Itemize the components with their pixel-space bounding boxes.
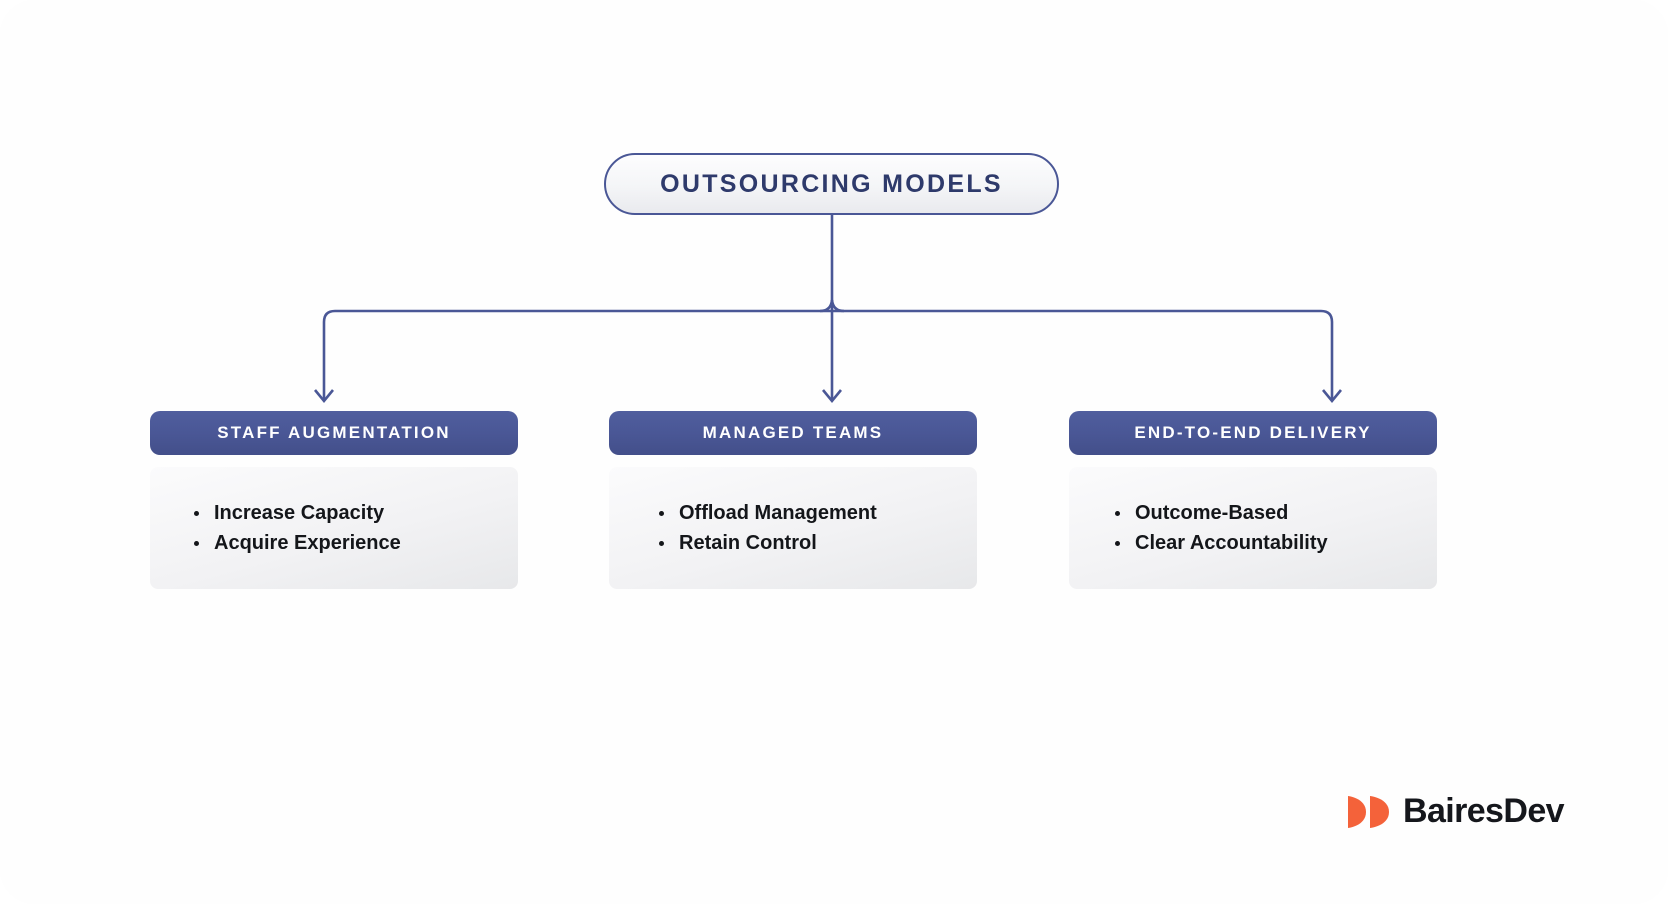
- branch-header-label: MANAGED TEAMS: [702, 423, 884, 442]
- branch-card-staff-augmentation: STAFF AUGMENTATION Increase Capacity Acq…: [150, 411, 518, 589]
- list-item: Clear Accountability: [1113, 528, 1437, 558]
- junction-fillet-left: [819, 299, 834, 313]
- arrowhead-right: [1321, 389, 1343, 404]
- root-node: OUTSOURCING MODELS: [604, 153, 1059, 215]
- bairesdev-logo: BairesDev: [1346, 792, 1565, 831]
- list-item: Outcome-Based: [1113, 498, 1437, 528]
- branch-card-end-to-end-delivery: END-TO-END DELIVERY Outcome-Based Clear …: [1069, 411, 1437, 589]
- bairesdev-mark-icon: [1348, 795, 1389, 828]
- horizontal-bus: [322, 309, 1334, 400]
- branch-body-staff-augmentation: Increase Capacity Acquire Experience: [150, 467, 518, 589]
- branch-header-label: STAFF AUGMENTATION: [217, 423, 451, 442]
- branch-header-label: END-TO-END DELIVERY: [1134, 423, 1372, 442]
- bairesdev-wordmark: BairesDev: [1403, 792, 1565, 830]
- list-item: Offload Management: [657, 498, 977, 528]
- list-item: Retain Control: [657, 528, 977, 558]
- branch-bullet-list: Increase Capacity Acquire Experience: [150, 498, 518, 558]
- arrowhead-center: [821, 389, 843, 404]
- branch-card-managed-teams: MANAGED TEAMS Offload Management Retain …: [609, 411, 977, 589]
- branch-bullet-list: Outcome-Based Clear Accountability: [1069, 498, 1437, 558]
- list-item: Acquire Experience: [192, 528, 518, 558]
- root-node-label: OUTSOURCING MODELS: [660, 169, 1003, 198]
- branch-header-end-to-end-delivery: END-TO-END DELIVERY: [1069, 411, 1437, 455]
- list-item: Increase Capacity: [192, 498, 518, 528]
- branch-bullet-list: Offload Management Retain Control: [609, 498, 977, 558]
- arrowhead-left: [313, 389, 335, 404]
- branch-header-staff-augmentation: STAFF AUGMENTATION: [150, 411, 518, 455]
- branch-body-end-to-end-delivery: Outcome-Based Clear Accountability: [1069, 467, 1437, 589]
- branch-header-managed-teams: MANAGED TEAMS: [609, 411, 977, 455]
- junction-fillet-right: [830, 299, 845, 313]
- branch-body-managed-teams: Offload Management Retain Control: [609, 467, 977, 589]
